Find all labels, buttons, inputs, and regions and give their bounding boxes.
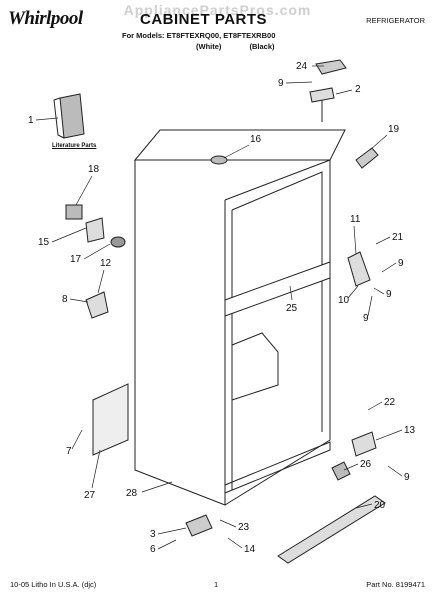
part-12	[85, 291, 109, 319]
callout-label: 17	[70, 254, 82, 265]
callout-label: 11	[350, 214, 361, 225]
callout-label: 9	[363, 313, 369, 324]
variant-white: (White)	[196, 42, 222, 51]
callout-label: 9	[386, 289, 392, 300]
callout-label: 9	[278, 78, 284, 89]
callout-label: 12	[100, 258, 112, 269]
divider-bar	[224, 261, 331, 317]
model-variants: (White) (Black)	[196, 42, 301, 51]
callout-label: 18	[88, 164, 100, 175]
variant-black: (Black)	[249, 42, 275, 51]
hinge-cover	[315, 59, 347, 75]
callout-label: 9	[404, 472, 410, 483]
cabinet-front	[133, 129, 346, 161]
front-rail	[224, 441, 331, 494]
document-type: REFRIGERATOR	[366, 16, 425, 25]
page-title: CABINET PARTS	[140, 11, 268, 28]
callout-label: 10	[338, 295, 350, 306]
cabinet-inner-top	[231, 171, 323, 211]
bracket-27	[92, 383, 129, 456]
watermark: AppliancePartsPros.com	[123, 2, 312, 18]
literature-parts	[59, 93, 85, 139]
callout-label: 14	[244, 544, 256, 555]
part-15	[85, 217, 105, 243]
callout-label: 20	[374, 500, 386, 511]
footer-litho: 10-05 Litho In U.S.A. (djc)	[10, 580, 97, 589]
callout-label: 23	[238, 522, 250, 533]
footer-part-number: Part No. 8199471	[366, 580, 425, 589]
callout-label: 19	[388, 124, 400, 135]
callout-label: 26	[360, 459, 372, 470]
bottom-hinge	[351, 431, 377, 457]
part-19	[355, 147, 379, 169]
footer-page-number: 1	[214, 580, 219, 589]
part-3	[185, 514, 213, 537]
callout-label: 8	[62, 294, 68, 305]
callout-label: 28	[126, 488, 138, 499]
kickplate	[277, 495, 386, 564]
model-numbers: For Models: ET8FTEXRQ00, ET8FTEXRB00	[122, 31, 276, 40]
top-hinge	[309, 87, 335, 103]
brand-logo: Whirlpool	[8, 8, 83, 29]
callout-label: 13	[404, 425, 416, 436]
callout-label: 9	[398, 258, 404, 269]
callout-label: 21	[392, 232, 404, 243]
callout-label: 27	[84, 490, 96, 501]
callout-label: 16	[250, 134, 262, 145]
callout-label: 22	[384, 397, 396, 408]
callout-label: 15	[38, 237, 50, 248]
part-17	[110, 236, 126, 248]
callout-label: 2	[355, 84, 361, 95]
callout-label: 3	[150, 529, 156, 540]
literature-parts-label: Literature Parts	[52, 143, 97, 149]
cabinet-right-side	[224, 159, 331, 506]
callout-label: 25	[286, 303, 298, 314]
callout-label: 7	[66, 446, 72, 457]
part-18	[65, 204, 83, 220]
part-26	[331, 461, 351, 481]
callout-label: 1	[28, 115, 34, 126]
center-hinge	[347, 251, 371, 287]
callout-label: 6	[150, 544, 156, 555]
plug	[210, 155, 228, 165]
cabinet-left-side	[134, 160, 226, 506]
callout-label: 24	[296, 61, 308, 72]
